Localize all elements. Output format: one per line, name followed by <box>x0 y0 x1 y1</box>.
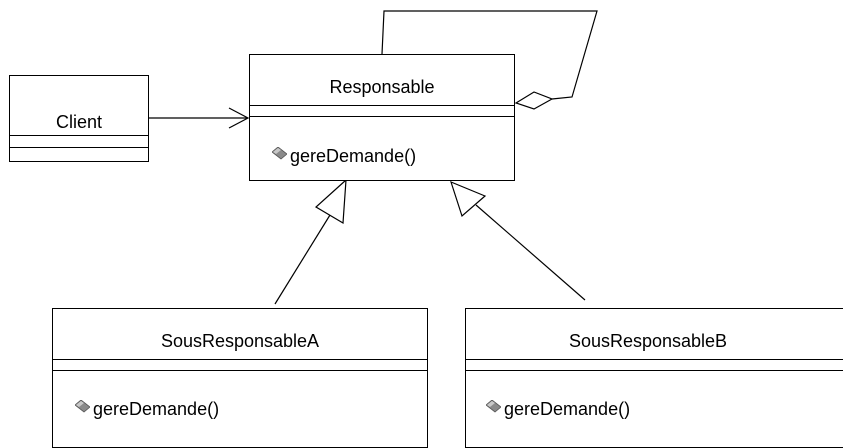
class-responsable-operation-label: gereDemande() <box>290 146 417 166</box>
method-gem-icon <box>272 146 287 160</box>
aggregation-diamond <box>514 91 554 110</box>
class-client-operations-divider <box>10 147 148 148</box>
generalization-triangle-a <box>314 178 347 225</box>
class-sous-responsable-b-attributes-divider <box>466 359 843 360</box>
diagram-connectors <box>149 10 598 305</box>
class-client-attributes-divider <box>10 135 148 136</box>
class-sous-responsable-b-operation-label: gereDemande() <box>504 399 631 419</box>
class-responsable-operation[interactable]: gereDemande() <box>272 145 416 167</box>
generalization-line-a <box>274 214 331 305</box>
class-sous-responsable-b-operations-divider <box>466 370 843 371</box>
class-sous-responsable-a-operations-divider <box>53 370 427 371</box>
class-sous-responsable-a-operation-label: gereDemande() <box>93 399 220 419</box>
class-responsable-attributes-divider <box>250 105 514 106</box>
class-client[interactable]: Client <box>9 75 149 162</box>
class-responsable-name: Responsable <box>329 77 435 97</box>
class-sous-responsable-a-operation[interactable]: gereDemande() <box>75 398 219 420</box>
class-sous-responsable-b-operation[interactable]: gereDemande() <box>486 398 630 420</box>
class-responsable-operations-divider <box>250 116 514 117</box>
class-sous-responsable-b[interactable]: SousResponsableB gereDemande() <box>465 308 843 448</box>
self-aggregation-line <box>381 10 598 100</box>
class-responsable[interactable]: Responsable gereDemande() <box>249 54 515 181</box>
class-sous-responsable-b-name: SousResponsableB <box>568 331 728 351</box>
generalization-line-b <box>475 204 586 301</box>
class-sous-responsable-a-name: SousResponsableA <box>160 331 320 351</box>
class-sous-responsable-a[interactable]: SousResponsableA gereDemande() <box>52 308 428 448</box>
generalization-triangle-b <box>450 180 487 218</box>
method-gem-icon <box>75 399 90 413</box>
class-sous-responsable-a-attributes-divider <box>53 359 427 360</box>
association-arrowhead <box>228 107 250 129</box>
class-client-name: Client <box>55 112 103 132</box>
method-gem-icon <box>486 399 501 413</box>
